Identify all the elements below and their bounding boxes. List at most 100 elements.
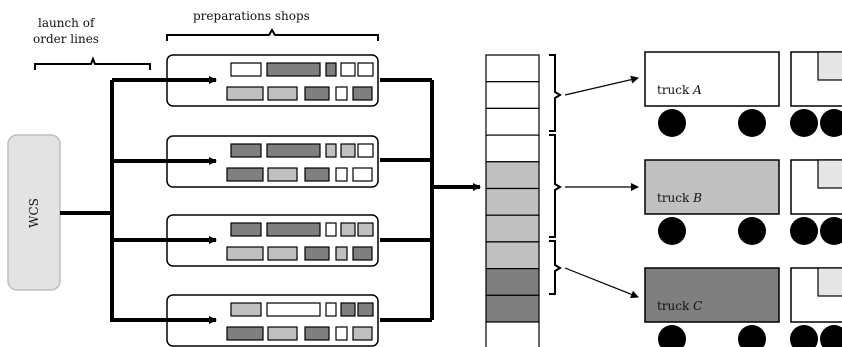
truck-b: truck B xyxy=(644,159,842,245)
launch-label-line1: launch of xyxy=(38,16,96,30)
order-line-block xyxy=(335,246,348,261)
order-line-block xyxy=(340,143,356,158)
order-line-block xyxy=(304,246,330,261)
truck-wheel xyxy=(738,109,766,137)
prep-shop-2 xyxy=(112,135,379,188)
truck-wheel xyxy=(790,325,818,347)
order-line-block xyxy=(266,222,321,237)
order-line-block xyxy=(352,86,373,101)
truck-window xyxy=(817,51,842,81)
truck-label: truck C xyxy=(657,299,702,313)
truck-wheel xyxy=(658,109,686,137)
queue-cell xyxy=(485,321,540,347)
truck-c: truck C xyxy=(644,267,842,347)
queue-cell xyxy=(485,81,540,109)
wcs-label: WCS xyxy=(27,198,41,228)
prep-shop-3 xyxy=(112,214,379,267)
truck-window xyxy=(817,159,842,189)
order-line-block xyxy=(267,326,298,341)
brace-truck-c xyxy=(549,240,562,295)
order-line-block xyxy=(304,86,330,101)
truck-wheel xyxy=(820,325,842,347)
order-line-block xyxy=(304,326,330,341)
order-line-block xyxy=(352,167,373,182)
truck-label: truck A xyxy=(657,83,702,97)
order-line-block xyxy=(266,302,321,317)
truck-letter: B xyxy=(692,191,702,205)
order-queue xyxy=(485,54,540,347)
order-line-block xyxy=(267,86,298,101)
truck-trailer xyxy=(644,159,780,215)
truck-letter: A xyxy=(692,83,702,97)
prep-shop-1 xyxy=(112,54,379,107)
order-line-block xyxy=(266,143,321,158)
order-line-block xyxy=(226,167,264,182)
order-line-block xyxy=(340,302,356,317)
truck-letter: C xyxy=(693,299,702,313)
launch-brace xyxy=(34,56,151,70)
truck-wheel xyxy=(738,217,766,245)
order-line-block xyxy=(230,62,262,77)
brace-truck-a xyxy=(549,54,562,132)
order-line-block xyxy=(340,62,356,77)
queue-cell xyxy=(485,54,540,83)
order-line-block xyxy=(357,143,374,158)
truck-wheel xyxy=(658,217,686,245)
order-line-block xyxy=(304,167,330,182)
queue-cell xyxy=(485,161,540,190)
order-line-block xyxy=(325,143,337,158)
order-line-block xyxy=(335,167,348,182)
shops-label: preparations shops xyxy=(193,9,310,23)
truck-window xyxy=(817,267,842,297)
truck-name: truck xyxy=(657,299,693,313)
queue-cell xyxy=(485,187,540,216)
order-line-block xyxy=(325,62,337,77)
distribution-lines xyxy=(60,78,434,322)
prep-shop-4 xyxy=(112,294,379,347)
order-line-block xyxy=(226,86,264,101)
order-line-block xyxy=(340,222,356,237)
queue-cell xyxy=(485,214,540,243)
queue-braces xyxy=(549,54,562,295)
arrow-to-truck-a xyxy=(564,75,639,96)
order-line-block xyxy=(335,86,348,101)
preparation-shops xyxy=(112,54,379,347)
brace-truck-b xyxy=(549,134,562,238)
order-line-block xyxy=(325,302,337,317)
order-line-block xyxy=(335,326,348,341)
truck-label: truck B xyxy=(657,191,702,205)
truck-name: truck xyxy=(657,83,693,97)
arrow-to-truck-c xyxy=(564,267,639,299)
truck-name: truck xyxy=(657,191,693,205)
truck-wheel xyxy=(790,217,818,245)
truck-trailer xyxy=(644,267,780,323)
queue-cell xyxy=(485,134,540,163)
order-line-block xyxy=(352,246,373,261)
queue-cell xyxy=(485,268,540,296)
truck-wheel xyxy=(820,217,842,245)
order-line-block xyxy=(266,62,321,77)
truck-wheel xyxy=(820,109,842,137)
order-line-block xyxy=(267,167,298,182)
order-line-block xyxy=(325,222,337,237)
order-line-block xyxy=(352,326,373,341)
order-line-block xyxy=(230,302,262,317)
truck-wheel xyxy=(738,325,766,347)
order-line-block xyxy=(357,62,374,77)
truck-arrows xyxy=(564,75,639,299)
order-line-block xyxy=(357,222,374,237)
shops-brace xyxy=(166,28,379,41)
launch-label-line2: order lines xyxy=(33,32,99,46)
order-line-block xyxy=(226,326,264,341)
order-line-block xyxy=(357,302,374,317)
truck-a: truck A xyxy=(644,51,842,137)
queue-cell xyxy=(485,107,540,136)
order-line-block xyxy=(267,246,298,261)
order-line-block xyxy=(230,222,262,237)
truck-wheel xyxy=(658,325,686,347)
order-line-block xyxy=(226,246,264,261)
truck-trailer xyxy=(644,51,780,107)
order-line-block xyxy=(230,143,262,158)
